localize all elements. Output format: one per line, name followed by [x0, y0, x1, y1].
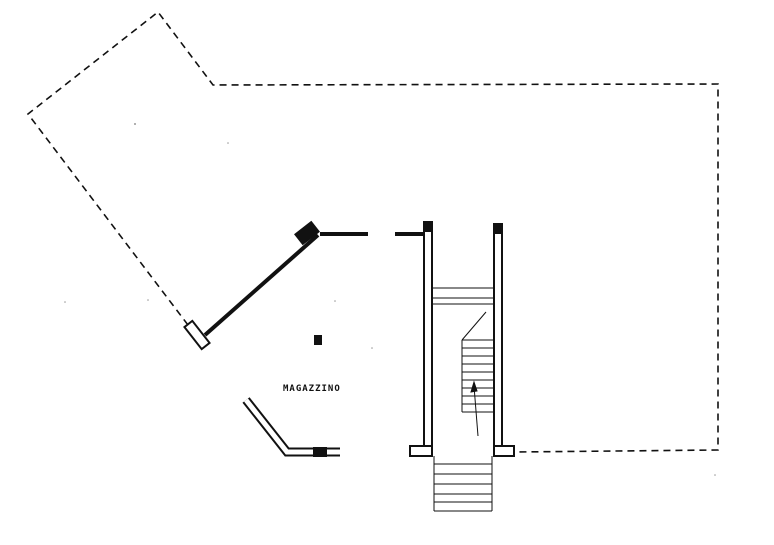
lower-bent-wall-inner	[244, 398, 340, 455]
stair-landing	[432, 287, 494, 305]
stair-wall-left	[423, 221, 433, 447]
diagonal-wall	[203, 233, 320, 337]
wall-corner-pier	[294, 220, 320, 246]
dashed-outline	[26, 10, 719, 453]
stair-wall-right-cap	[494, 224, 501, 234]
scan-specks	[64, 123, 716, 476]
stair-direction-arrow-icon	[470, 380, 479, 437]
wall-end-block-left	[183, 319, 211, 351]
column	[314, 335, 322, 345]
stair-base-right	[493, 445, 515, 457]
stair-wall-left-cap	[425, 222, 432, 232]
stair-base-left	[409, 445, 433, 457]
lower-bent-wall	[242, 397, 340, 457]
stair-wall-right	[493, 223, 503, 447]
lower-wall-pier	[313, 447, 327, 457]
stair-treads	[461, 311, 494, 413]
room-label-magazzino: MAGAZZINO	[283, 384, 341, 394]
outer-stair-steps	[433, 456, 493, 512]
